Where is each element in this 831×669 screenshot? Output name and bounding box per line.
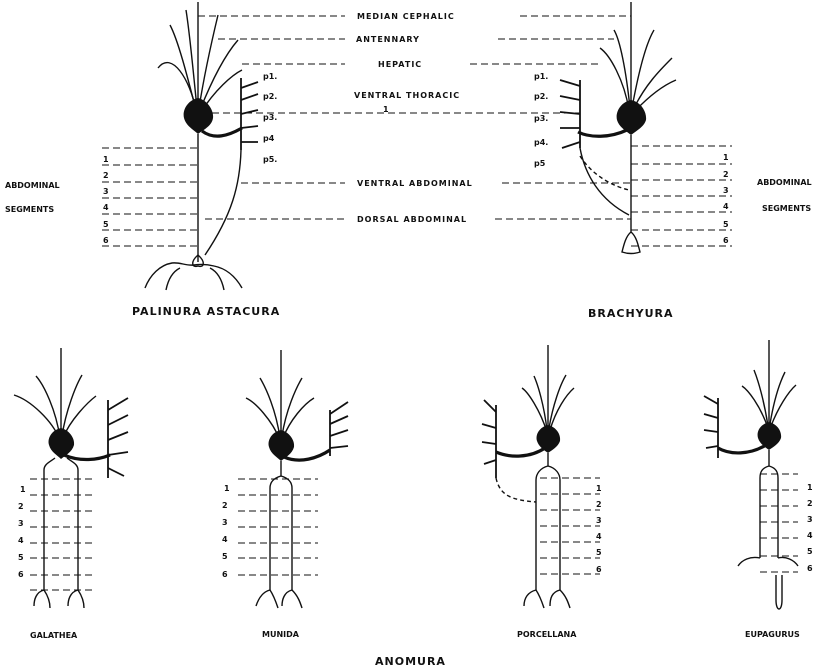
left-segment-lines bbox=[102, 148, 198, 246]
right-segment-lines bbox=[631, 146, 732, 246]
species-label-eupagurus: EUPAGURUS bbox=[745, 630, 800, 639]
galathea-figure bbox=[14, 348, 128, 608]
label-ventral-abdominal: VENTRAL ABDOMINAL bbox=[357, 179, 473, 188]
galathea-seg-4: 4 bbox=[18, 536, 24, 545]
label-mid-mark: 1 bbox=[383, 105, 389, 114]
eupagurus-seg-5: 5 bbox=[807, 547, 813, 556]
porcellana-seg-6: 6 bbox=[596, 565, 602, 574]
left-leg-p3: p3. bbox=[263, 113, 277, 122]
munida-figure bbox=[238, 350, 348, 608]
title-anomura: ANOMURA bbox=[375, 655, 446, 668]
galathea-seg-6: 6 bbox=[18, 570, 24, 579]
right-seg-3: 3 bbox=[723, 186, 729, 195]
galathea-seg-5: 5 bbox=[18, 553, 24, 562]
left-leg-p2: p2. bbox=[263, 92, 277, 101]
munida-seg-1: 1 bbox=[224, 484, 230, 493]
eupagurus-seg-2: 2 bbox=[807, 499, 813, 508]
label-hepatic: HEPATIC bbox=[378, 60, 422, 69]
munida-seg-2: 2 bbox=[222, 501, 228, 510]
left-seg-1: 1 bbox=[103, 155, 109, 164]
eupagurus-seg-6: 6 bbox=[807, 564, 813, 573]
eupagurus-seg-1: 1 bbox=[807, 483, 813, 492]
right-seg-6: 6 bbox=[723, 236, 729, 245]
left-leg-p5: p5. bbox=[263, 155, 277, 164]
porcellana-seg-2: 2 bbox=[596, 500, 602, 509]
eupagurus-seg-3: 3 bbox=[807, 515, 813, 524]
label-median-cephalic: MEDIAN CEPHALIC bbox=[357, 12, 455, 21]
galathea-seg-3: 3 bbox=[18, 519, 24, 528]
right-leg-p4: p4. bbox=[534, 138, 548, 147]
label-ventral-thoracic: VENTRAL THORACIC bbox=[354, 91, 460, 100]
eupagurus-seg-4: 4 bbox=[807, 531, 813, 540]
left-seg-6: 6 bbox=[103, 236, 109, 245]
munida-seg-5: 5 bbox=[222, 552, 228, 561]
species-label-porcellana: PORCELLANA bbox=[517, 630, 577, 639]
munida-seg-4: 4 bbox=[222, 535, 228, 544]
species-label-galathea: GALATHEA bbox=[30, 631, 78, 640]
right-leg-p1: p1. bbox=[534, 72, 548, 81]
left-leg-p1: p1. bbox=[263, 72, 277, 81]
porcellana-figure bbox=[482, 345, 600, 608]
title-brachyura: BRACHYURA bbox=[588, 307, 674, 320]
label-antennary: ANTENNARY bbox=[356, 35, 420, 44]
species-label-munida: MUNIDA bbox=[262, 630, 300, 639]
porcellana-seg-3: 3 bbox=[596, 516, 602, 525]
munida-seg-3: 3 bbox=[222, 518, 228, 527]
porcellana-seg-5: 5 bbox=[596, 548, 602, 557]
porcellana-seg-4: 4 bbox=[596, 532, 602, 541]
left-segments-label: SEGMENTS bbox=[5, 205, 54, 214]
title-palinura-astacura: PALINURA ASTACURA bbox=[132, 305, 280, 318]
label-dorsal-abdominal: DORSAL ABDOMINAL bbox=[357, 215, 467, 224]
palinura-astacura-figure bbox=[145, 2, 258, 290]
right-leg-p2: p2. bbox=[534, 92, 548, 101]
right-seg-5: 5 bbox=[723, 220, 729, 229]
left-seg-4: 4 bbox=[103, 203, 109, 212]
left-seg-5: 5 bbox=[103, 220, 109, 229]
right-seg-4: 4 bbox=[723, 202, 729, 211]
galathea-seg-1: 1 bbox=[20, 485, 26, 494]
munida-seg-6: 6 bbox=[222, 570, 228, 579]
left-seg-3: 3 bbox=[103, 187, 109, 196]
eupagurus-figure bbox=[704, 340, 798, 609]
right-leg-p3: p3. bbox=[534, 114, 548, 123]
right-abdominal-label: ABDOMINAL bbox=[757, 178, 812, 187]
galathea-seg-2: 2 bbox=[18, 502, 24, 511]
left-leg-p4: p4 bbox=[263, 134, 275, 143]
left-abdominal-label: ABDOMINAL bbox=[5, 181, 60, 190]
porcellana-seg-1: 1 bbox=[596, 484, 602, 493]
left-seg-2: 2 bbox=[103, 171, 109, 180]
right-leg-p5: p5 bbox=[534, 159, 546, 168]
right-segments-label: SEGMENTS bbox=[762, 204, 811, 213]
brachyura-figure bbox=[560, 2, 676, 254]
right-seg-2: 2 bbox=[723, 170, 729, 179]
right-seg-1: 1 bbox=[723, 153, 729, 162]
